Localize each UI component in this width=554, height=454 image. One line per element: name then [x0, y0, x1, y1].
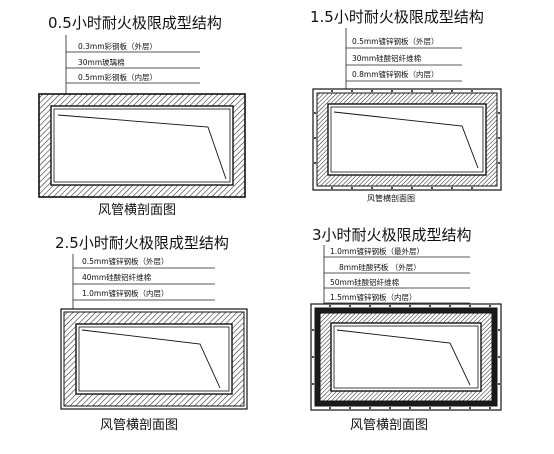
layer-label: 0.8mm镀锌钢板（内层）: [352, 70, 439, 79]
layer-label: 0.5mm镀锌钢板（外层）: [352, 37, 439, 46]
panel-title: 1.5小时耐火极限成型结构: [310, 8, 484, 26]
duct-cross-section: [310, 303, 502, 411]
layer-label: 40mm硅酸铝纤维棉: [82, 273, 152, 282]
layer-label: 50mm硅酸铝纤维棉: [330, 278, 400, 287]
panel-title: 3小时耐火极限成型结构: [312, 226, 472, 244]
layer-label: 1.5mm镀锌钢板（内层）: [330, 293, 417, 302]
layer-label: 1.0mm镀锌钢板（最外层）: [330, 247, 425, 256]
layer-label: 8mm硅酸钙板 （外层）: [339, 263, 421, 272]
caption: 风管横剖面图: [350, 418, 429, 433]
layer-label: 0.5mm镀锌钢板（外层）: [82, 257, 169, 266]
duct-cross-section: [60, 308, 248, 410]
caption: 风管横剖面图: [100, 418, 179, 433]
layer-label: 0.5mm彩钢板（内层）: [78, 73, 158, 82]
panel-title: 0.5小时耐火极限成型结构: [48, 14, 222, 32]
panel-title: 2.5小时耐火极限成型结构: [55, 234, 229, 252]
caption: 风管横剖面图: [98, 203, 177, 218]
layer-label: 30mm硅酸铝纤维棉: [352, 54, 422, 63]
duct-cross-section: [38, 93, 246, 198]
layer-label: 0.3mm彩钢板（外层）: [78, 42, 158, 51]
layer-label: 30mm玻璃棉: [78, 58, 125, 67]
duct-cross-section: [312, 88, 502, 191]
caption: 风管横剖面图: [367, 194, 415, 203]
layer-label: 1.0mm镀锌钢板（内层）: [82, 289, 169, 298]
